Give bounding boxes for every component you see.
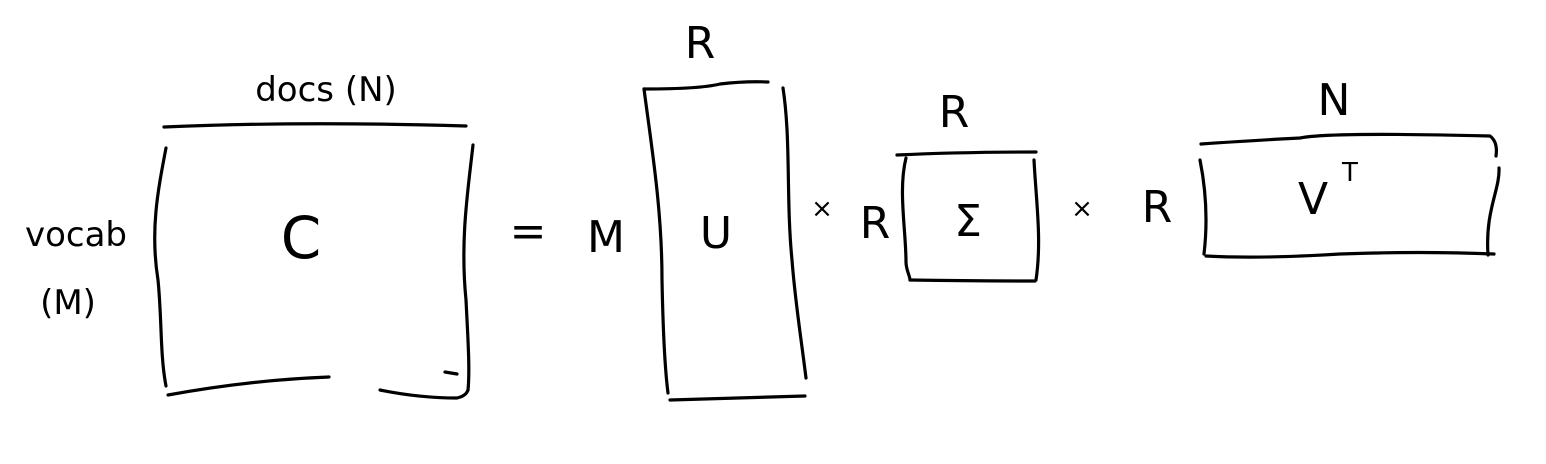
matrix-c-right-border (462, 143, 475, 392)
matrix-c-rows-label-line1: vocab (25, 215, 127, 255)
matrix-vt: R N V T (1142, 75, 1501, 259)
matrix-u-top-border (642, 80, 770, 91)
matrix-c: docs (N) vocab (M) C (25, 70, 475, 400)
matrix-u-name: U (700, 208, 732, 259)
matrix-u: M R U (587, 18, 808, 402)
matrix-c-name: C (281, 204, 322, 272)
matrix-vt-rows-label: R (1142, 182, 1173, 233)
matrix-u-bottom-border (668, 394, 807, 402)
matrix-sigma-name: Σ (954, 196, 982, 247)
matrix-sigma-rows-label: R (860, 198, 891, 249)
matrix-c-rows-label-line2: (M) (40, 283, 96, 323)
matrix-sigma-top-border (895, 150, 1038, 157)
multiply-sign-2: × (1071, 194, 1093, 224)
matrix-c-top-border (162, 122, 468, 129)
matrix-c-cols-label: docs (N) (255, 70, 397, 110)
matrix-sigma-right-border (1032, 158, 1041, 282)
matrix-vt-left-border (1198, 158, 1208, 256)
matrix-sigma-cols-label: R (939, 87, 970, 138)
matrix-vt-superscript: T (1341, 158, 1358, 188)
matrix-u-right-border (781, 86, 808, 380)
matrix-u-left-border (642, 87, 670, 395)
matrix-c-bottom-border-right (378, 388, 470, 400)
matrix-sigma-bottom-border (908, 278, 1037, 283)
matrix-u-rows-label: M (587, 212, 625, 263)
matrix-vt-right-border (1486, 166, 1501, 257)
matrix-c-corner-tick (443, 370, 459, 376)
matrix-vt-name: V (1298, 174, 1328, 225)
matrix-u-cols-label: R (685, 18, 716, 69)
matrix-vt-top-border (1199, 132, 1498, 158)
matrix-c-left-border (153, 146, 168, 388)
matrix-vt-bottom-border (1204, 250, 1496, 259)
matrix-sigma: R R Σ (860, 87, 1041, 283)
matrix-sigma-left-border (900, 156, 912, 282)
matrix-vt-cols-label: N (1318, 75, 1351, 126)
matrix-c-bottom-border-left (166, 375, 331, 397)
equals-sign: = (510, 206, 547, 257)
multiply-sign-1: × (811, 194, 833, 224)
